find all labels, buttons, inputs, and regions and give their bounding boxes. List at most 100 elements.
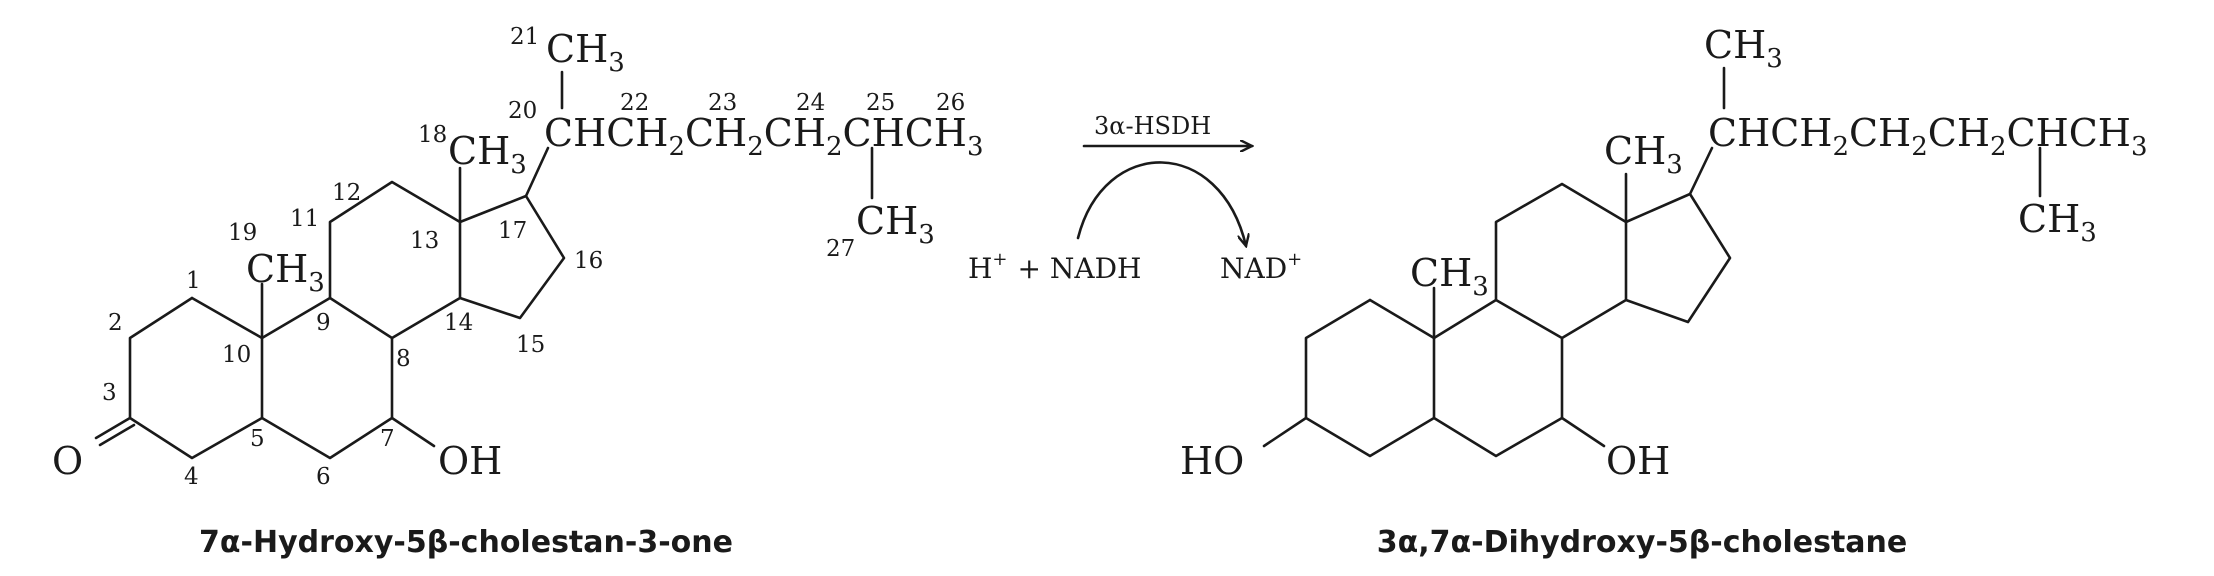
locant-26: 26 [936, 90, 965, 116]
reactant-molecule: O OH CH3 CH3 CH3 CH3 CHCH2CH2CH2CHCH3 1 … [52, 24, 984, 560]
locant-1: 1 [186, 268, 201, 294]
locant-23: 23 [708, 90, 737, 116]
c18-sub: 3 [510, 150, 527, 180]
nad-charge: + [1287, 249, 1302, 270]
proton-charge: + [992, 249, 1007, 270]
c24-sub: 2 [826, 132, 843, 162]
ring-d [458, 194, 566, 320]
cofactor-out: NAD+ [1220, 249, 1302, 285]
c26-sub: 3 [967, 132, 984, 162]
product-molecule: HO OH CH3 CH3 CH3 CH3 CHCH2CH2CH2CHCH3 3… [1180, 23, 2148, 560]
p-c20-ch: CH [1708, 111, 1770, 155]
p-c3-oh-bond [1262, 416, 1308, 448]
p-c18-sub: 3 [1666, 150, 1683, 180]
p-c27-methyl: CH3 [2018, 197, 2097, 248]
c26-ch: CH [905, 111, 967, 155]
proton-h: H [968, 252, 992, 285]
p-c23-ch: CH [1849, 111, 1911, 155]
locant-25: 25 [866, 90, 895, 116]
p-side-chain: CHCH2CH2CH2CHCH3 [1708, 111, 2148, 162]
c19-sub: 3 [308, 268, 325, 298]
c23-sub: 2 [747, 132, 764, 162]
p-c24-ch: CH [1928, 111, 1990, 155]
c24-ch: CH [764, 111, 826, 155]
product-name: 3α,7α-Dihydroxy-5β-cholestane [1377, 525, 1907, 560]
locant-24: 24 [796, 90, 825, 116]
p-c19-ch: CH [1410, 251, 1472, 295]
locant-5: 5 [250, 426, 265, 452]
reaction-arrow-group: 3α-HSDH H++ NADH NAD+ [968, 112, 1302, 285]
p-c26-sub: 3 [2131, 132, 2148, 162]
p-c23-sub: 2 [1911, 132, 1928, 162]
locant-13: 13 [410, 228, 439, 254]
locant-6: 6 [316, 464, 331, 490]
locant-7: 7 [380, 426, 395, 452]
p-c18-methyl: CH3 [1604, 129, 1683, 180]
enzyme-label: 3α-HSDH [1094, 112, 1211, 140]
p-c27-ch: CH [2018, 197, 2080, 241]
nad-label: NAD [1220, 252, 1287, 285]
c27-ch: CH [856, 199, 918, 243]
p-c24-sub: 2 [1990, 132, 2007, 162]
c21-ch: CH [546, 27, 608, 71]
locant-4: 4 [184, 464, 199, 490]
p-c25-ch: CH [2007, 111, 2069, 155]
c18-ch: CH [448, 129, 510, 173]
reactant-ring-bonds [94, 70, 874, 460]
c21-sub: 3 [608, 48, 625, 78]
locant-2: 2 [108, 310, 123, 336]
locant-19: 19 [228, 220, 257, 246]
cofactor-curved-arrow [1076, 161, 1246, 246]
c22-sub: 2 [668, 132, 685, 162]
p-ring-c [1494, 182, 1628, 340]
c27-methyl: CH3 [856, 199, 935, 250]
c25-ch: CH [843, 111, 905, 155]
p-c21-sub: 3 [1766, 44, 1783, 74]
c20-ch: CH [544, 111, 606, 155]
p-c26-ch: CH [2069, 111, 2131, 155]
p-c19-methyl: CH3 [1410, 251, 1489, 302]
ring-b [260, 296, 394, 460]
c7-hydroxyl: OH [438, 439, 502, 483]
c17-c20-bond [524, 146, 550, 198]
locant-12: 12 [332, 180, 361, 206]
locant-17: 17 [498, 218, 527, 244]
c7-oh-bond [390, 416, 436, 448]
p-c21-ch: CH [1704, 23, 1766, 67]
locant-11: 11 [290, 206, 319, 232]
locant-10: 10 [222, 342, 251, 368]
p-ring-b [1432, 298, 1564, 458]
p-c18-ch: CH [1604, 129, 1666, 173]
p-c21-methyl: CH3 [1704, 23, 1783, 74]
ring-c [328, 180, 462, 340]
c27-sub: 3 [918, 220, 935, 250]
cofactor-in: H+ + NADH [968, 249, 1141, 285]
c19-ch: CH [246, 247, 308, 291]
p-c7-oh-bond [1560, 416, 1606, 448]
p-c27-sub: 3 [2080, 218, 2097, 248]
locant-15: 15 [516, 332, 545, 358]
p-c22-sub: 2 [1832, 132, 1849, 162]
locant-21: 21 [510, 24, 539, 50]
carbonyl-bond-2 [98, 423, 136, 447]
locant-3: 3 [102, 380, 117, 406]
c18-methyl: CH3 [448, 129, 527, 180]
product-ring-bonds [1262, 66, 2042, 458]
locant-14: 14 [444, 310, 473, 336]
p-ring-d [1624, 192, 1732, 324]
locant-22: 22 [620, 90, 649, 116]
c22-ch: CH [606, 111, 668, 155]
reactant-locants: 1 2 3 4 5 6 7 8 9 10 11 12 13 14 15 16 1… [102, 24, 965, 490]
locant-8: 8 [396, 346, 411, 372]
locant-27: 27 [826, 236, 855, 262]
c19-methyl: CH3 [246, 247, 325, 298]
nadh-label: + NADH [1018, 252, 1142, 285]
side-chain: CHCH2CH2CH2CHCH3 [544, 111, 984, 162]
c21-methyl: CH3 [546, 27, 625, 78]
p-c17-c20-bond [1688, 146, 1714, 196]
p-c22-ch: CH [1770, 111, 1832, 155]
reactant-name: 7α-Hydroxy-5β-cholestan-3-one [199, 525, 733, 560]
ketone-oxygen: O [52, 439, 83, 483]
